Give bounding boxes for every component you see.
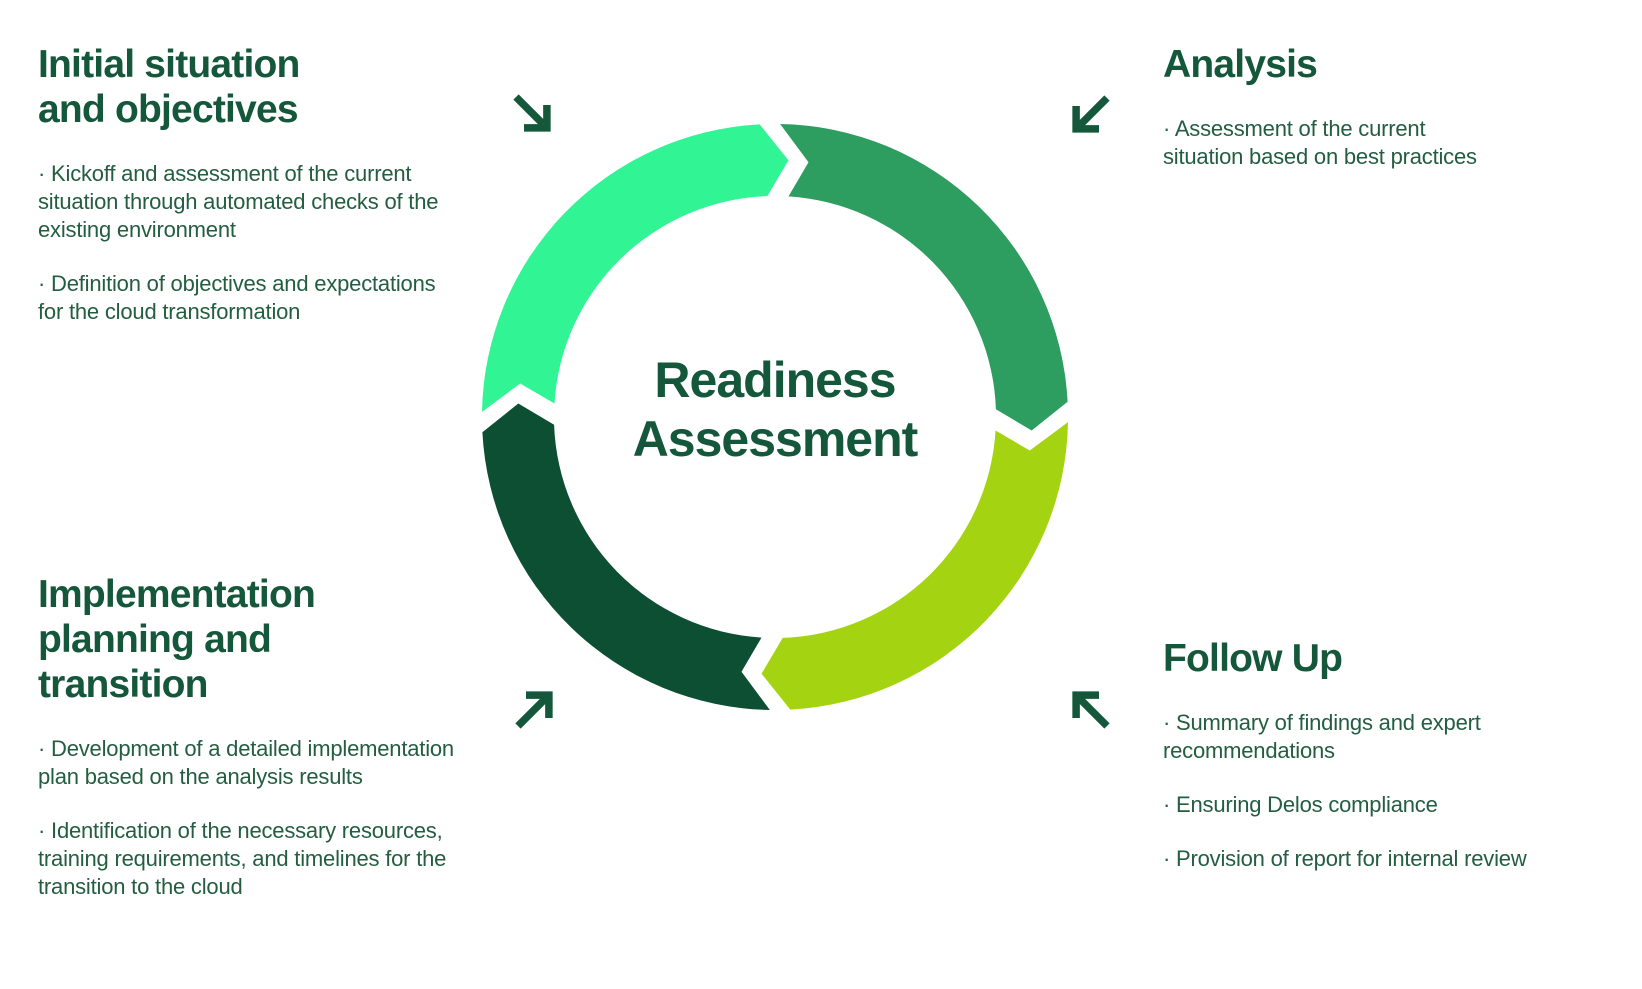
bullet-item: · Assessment of the current situation ba…	[1163, 116, 1477, 169]
section-heading: Initial situation and objectives	[38, 43, 300, 131]
readiness-cycle-diagram	[473, 115, 1077, 719]
diagonal-arrow-down-left-icon	[1068, 93, 1112, 137]
diagonal-arrow-up-right-icon	[513, 687, 557, 731]
bullet-item: · Kickoff and assessment of the current …	[38, 161, 439, 242]
cycle-segment-initial-situation	[481, 115, 790, 423]
bullet-item: · Summary of findings and expert recomme…	[1163, 710, 1481, 763]
bullet-item: · Development of a detailed implementati…	[38, 736, 454, 789]
bullet-item: · Identification of the necessary resour…	[38, 818, 447, 899]
diagonal-arrow-down-right-icon	[511, 92, 555, 136]
cycle-segment-follow-up	[760, 411, 1069, 719]
section-initial-situation: Initial situation and objectives · Kicko…	[38, 42, 528, 352]
section-heading: Follow Up	[1163, 637, 1343, 680]
diagonal-arrow-up-left-icon	[1068, 687, 1112, 731]
section-heading: Implementation planning and transition	[38, 573, 316, 706]
bullet-item: · Ensuring Delos compliance	[1163, 792, 1438, 817]
bullet-item: · Provision of report for internal revie…	[1163, 846, 1527, 871]
section-heading: Analysis	[1163, 43, 1318, 86]
section-follow-up: Follow Up · Summary of findings and expe…	[1163, 636, 1642, 899]
section-analysis: Analysis · Assessment of the current sit…	[1163, 42, 1553, 197]
section-implementation: Implementation planning and transition ·…	[38, 572, 543, 927]
cycle-segment-analysis	[769, 123, 1077, 432]
bullet-item: · Definition of objectives and expectati…	[38, 271, 436, 324]
